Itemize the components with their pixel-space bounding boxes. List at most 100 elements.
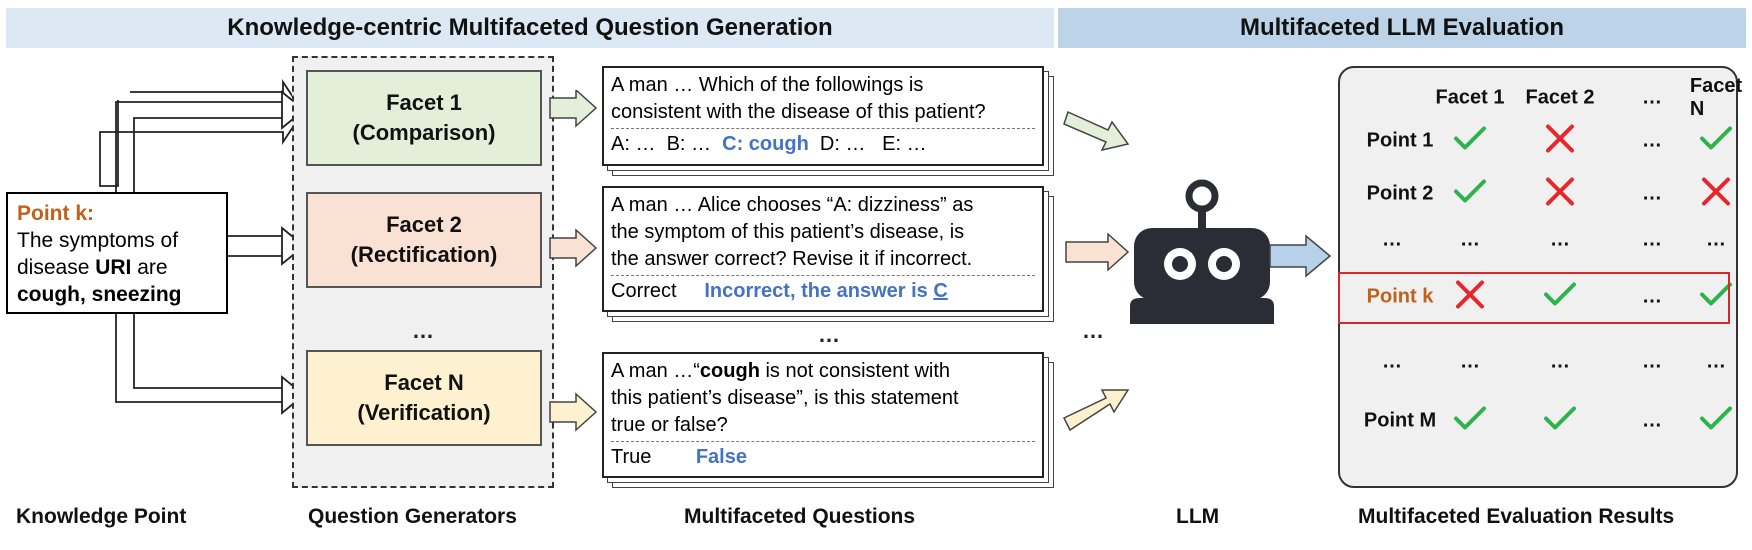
arrow-q2 — [1065, 232, 1130, 272]
result-cell — [1542, 123, 1578, 160]
result-cell — [1452, 279, 1488, 316]
result-cell — [1698, 123, 1734, 160]
check-icon — [1700, 126, 1732, 150]
question-text: the symptom of this patient’s disease, i… — [611, 221, 965, 243]
facet-connector-lines — [115, 101, 282, 403]
check-icon — [1700, 282, 1732, 306]
llm-input-ellipsis: … — [1082, 318, 1104, 343]
facet-n-generator: Facet N (Verification) — [306, 350, 542, 446]
question-text: A man …“cough is not consistent with — [611, 360, 951, 382]
cross-icon — [1702, 177, 1730, 206]
result-cell — [1542, 279, 1578, 316]
facet-subtitle: (Rectification) — [350, 242, 498, 267]
result-ellipsis: … — [1706, 228, 1726, 251]
result-cell — [1698, 403, 1734, 440]
check-icon — [1544, 406, 1576, 430]
arrow-facet2 — [549, 228, 598, 268]
result-ellipsis: … — [1550, 228, 1570, 251]
generation-banner: Knowledge-centric Multifaceted Question … — [6, 8, 1054, 48]
result-ellipsis: … — [1550, 350, 1570, 373]
cross-icon — [1546, 124, 1574, 153]
result-cell — [1452, 123, 1488, 160]
facet-title: Facet N — [384, 370, 464, 395]
generation-banner-title: Knowledge-centric Multifaceted Question … — [227, 14, 833, 41]
results-row-label: Point 2 — [1366, 182, 1434, 205]
knowledge-point-line2: disease URI are — [17, 256, 168, 279]
label-evaluation-results: Multifaceted Evaluation Results — [1358, 505, 1675, 528]
cross-icon — [1456, 280, 1484, 309]
result-ellipsis: … — [1706, 350, 1726, 373]
arrow-q1 — [1063, 110, 1130, 152]
answer-options: A: … B: … C: cough D: … E: … — [611, 128, 1035, 158]
results-row-label: … — [1382, 350, 1402, 373]
result-ellipsis: … — [1642, 182, 1662, 205]
facet-ellipsis: … — [412, 318, 434, 343]
results-column-header: … — [1642, 86, 1662, 109]
results-column-header: Facet 2 — [1525, 86, 1595, 109]
arrow-facetN — [549, 392, 598, 432]
result-ellipsis: … — [1460, 228, 1480, 251]
question-text: A man … Which of the followings is — [611, 74, 924, 96]
check-icon — [1454, 406, 1486, 430]
question-to-llm-arrows — [1062, 110, 1130, 432]
question-text: consistent with the disease of this pati… — [611, 101, 986, 123]
results-row-label: Point k — [1366, 285, 1434, 308]
robot-icon — [1130, 179, 1274, 324]
check-icon — [1454, 126, 1486, 150]
check-icon — [1700, 406, 1732, 430]
label-question-generators: Question Generators — [308, 505, 517, 528]
result-cell — [1542, 403, 1578, 440]
knowledge-point-box: Point k: The symptoms of disease URI are… — [6, 192, 228, 314]
facet-title: Facet 2 — [386, 212, 462, 237]
cross-icon — [1546, 177, 1574, 206]
facet-title: Facet 1 — [386, 90, 462, 115]
question-ellipsis: … — [818, 322, 840, 347]
question-card-1: A man … Which of the followings is consi… — [602, 66, 1054, 176]
question-card-3: A man …“cough is not consistent with thi… — [602, 352, 1054, 488]
result-cell — [1698, 279, 1734, 316]
facet-subtitle: (Comparison) — [352, 120, 496, 145]
question-card-2: A man … Alice chooses “A: dizziness” as … — [602, 186, 1054, 322]
result-ellipsis: … — [1642, 285, 1662, 308]
llm-to-results-arrow — [1269, 234, 1332, 278]
label-llm: LLM — [1176, 505, 1220, 528]
arrow-q3 — [1062, 389, 1130, 432]
answer-options: Correct Incorrect, the answer is C — [611, 275, 1035, 305]
results-row-label: … — [1382, 228, 1402, 251]
label-knowledge-point: Knowledge Point — [16, 505, 187, 528]
results-column-header: Facet N — [1689, 75, 1743, 120]
result-cell — [1542, 176, 1578, 213]
question-text: the answer correct? Revise it if incorre… — [611, 248, 973, 270]
evaluation-banner: Multifaceted LLM Evaluation — [1058, 8, 1746, 48]
result-ellipsis: … — [1460, 350, 1480, 373]
result-ellipsis: … — [1642, 228, 1662, 251]
facet-2-generator: Facet 2 (Rectification) — [306, 192, 542, 288]
facet-1-generator: Facet 1 (Comparison) — [306, 70, 542, 166]
result-ellipsis: … — [1642, 350, 1662, 373]
highlight-row-frame — [1338, 272, 1730, 324]
evaluation-banner-title: Multifaceted LLM Evaluation — [1239, 14, 1565, 41]
correct-answer: C: cough — [722, 133, 809, 155]
correct-answer: False — [695, 446, 747, 468]
result-ellipsis: … — [1642, 409, 1662, 432]
knowledge-point-line1: The symptoms of — [17, 229, 179, 252]
results-row-label: Point M — [1363, 409, 1437, 432]
result-cell — [1452, 176, 1488, 213]
evaluation-results-panel — [1338, 66, 1738, 488]
question-text: true or false? — [611, 414, 728, 436]
check-icon — [1544, 282, 1576, 306]
correct-answer: Incorrect, the answer is C — [704, 280, 948, 302]
question-text: this patient’s disease”, is this stateme… — [611, 387, 959, 409]
facet-subtitle: (Verification) — [357, 400, 491, 425]
check-icon — [1454, 179, 1486, 203]
results-column-header: Facet 1 — [1435, 86, 1505, 109]
question-text: A man … Alice chooses “A: dizziness” as — [611, 194, 974, 216]
knowledge-point-header: Point k: — [17, 202, 94, 225]
label-multifaceted-questions: Multifaceted Questions — [684, 505, 916, 528]
results-row-label: Point 1 — [1366, 129, 1434, 152]
arrow-facet1 — [549, 90, 598, 128]
knowledge-point-line3: cough, sneezing — [17, 283, 182, 306]
result-cell — [1452, 403, 1488, 440]
answer-options: True False — [611, 441, 1035, 471]
result-cell — [1698, 176, 1734, 213]
